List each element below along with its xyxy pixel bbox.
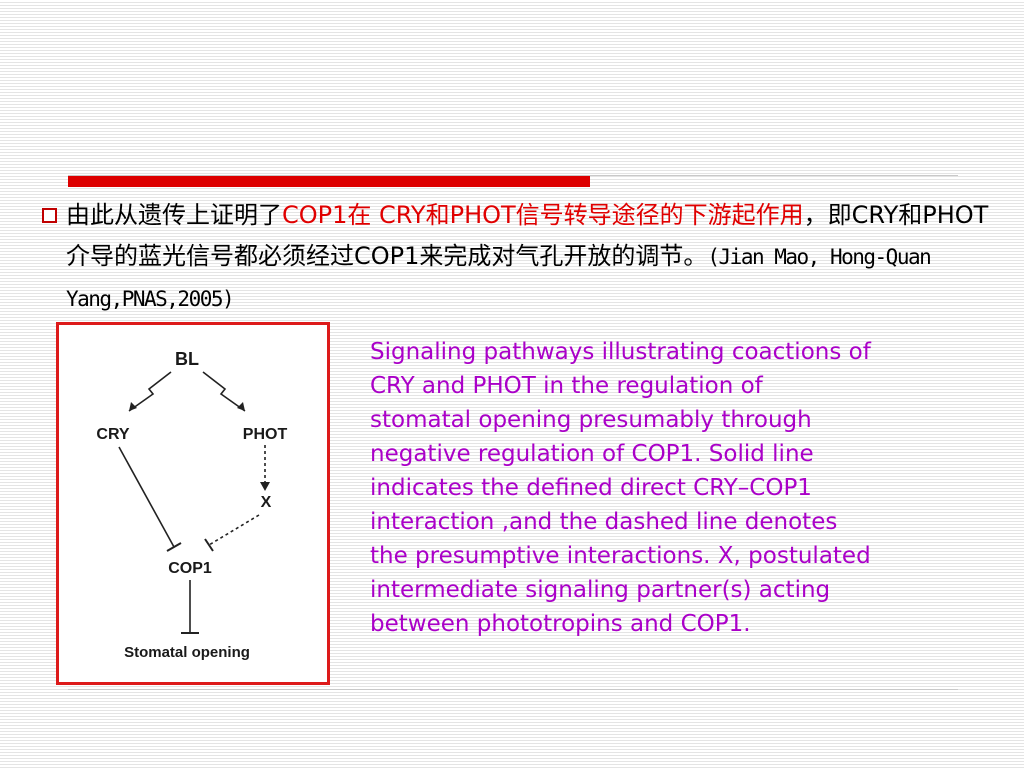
bullet-phot-2: PHOT — [922, 201, 989, 229]
node-cry: CRY — [96, 426, 130, 443]
caption-line: the presumptive interactions. X, postula… — [370, 543, 871, 569]
caption-line: Signaling pathways illustrating coaction… — [370, 339, 871, 365]
bl-to-phot-arrowhead — [237, 402, 245, 411]
node-phot: PHOT — [243, 426, 288, 443]
caption-line: indicates the defined direct CRY–COP1 — [370, 475, 812, 501]
bullet-cry-2: CRY — [851, 201, 899, 229]
figure-caption: Signaling pathways illustrating coaction… — [370, 335, 1010, 641]
bullet-cop1: COP1 — [282, 201, 348, 229]
x-to-cop1-dashed-line — [208, 514, 260, 546]
bullet-cop1-2: COP1 — [354, 242, 420, 270]
node-cop1: COP1 — [168, 560, 212, 577]
bl-to-phot-arrow — [202, 371, 246, 412]
x-to-cop1-bar — [204, 538, 214, 552]
node-stomatal-opening: Stomatal opening — [124, 644, 250, 661]
caption-line: between phototropins and COP1. — [370, 611, 751, 637]
signaling-diagram-frame: BL CRY PHOT X COP1 Stomatal opening — [56, 322, 330, 685]
node-bl: BL — [175, 349, 199, 369]
bullet-text-seg6: 来完成对气孔开放的调节。 — [419, 242, 708, 270]
caption-line: interaction ,and the dashed line denotes — [370, 509, 838, 535]
caption-line: stomatal opening presumably through — [370, 407, 812, 433]
bullet-citation: (Jian Mao, Hong-Quan Yang,PNAS,2005) — [66, 245, 932, 311]
bullet-he-2: 和 — [898, 201, 923, 229]
bullet-paragraph: 由此从遗传上证明了COP1在 CRY和PHOT信号转导途径的下游起作用，即CRY… — [66, 195, 996, 320]
phot-to-x-arrowhead — [260, 482, 270, 491]
caption-line: intermediate signaling partner(s) acting — [370, 577, 831, 603]
bullet-he: 和 — [425, 201, 450, 229]
bullet-text-seg5: 介导的蓝光信号都必须经过 — [66, 242, 354, 270]
signaling-pathway-diagram: BL CRY PHOT X COP1 Stomatal opening — [96, 349, 288, 661]
title-accent-bar — [68, 176, 590, 187]
caption-line: negative regulation of COP1. Solid line — [370, 441, 814, 467]
hollow-square-bullet-icon — [42, 208, 57, 223]
bl-to-cry-arrow — [128, 371, 172, 412]
cry-to-cop1-inhibition-line — [118, 446, 175, 548]
bullet-text-seg3: 信号转导途径的下游起作用 — [515, 201, 804, 229]
bullet-text-seg4: ，即 — [803, 201, 852, 229]
bl-to-cry-arrowhead — [129, 402, 137, 411]
bullet-text-seg2: 在 — [347, 201, 380, 229]
title-divider-line — [68, 175, 958, 176]
bullet-text-seg1: 由此从遗传上证明了 — [66, 201, 282, 229]
node-x: X — [261, 494, 272, 511]
bullet-cry: CRY — [379, 201, 426, 229]
cry-to-cop1-bar — [166, 542, 182, 552]
bullet-phot: PHOT — [449, 201, 516, 229]
footer-divider-line — [68, 689, 958, 690]
caption-line: CRY and PHOT in the regulation of — [370, 373, 763, 399]
